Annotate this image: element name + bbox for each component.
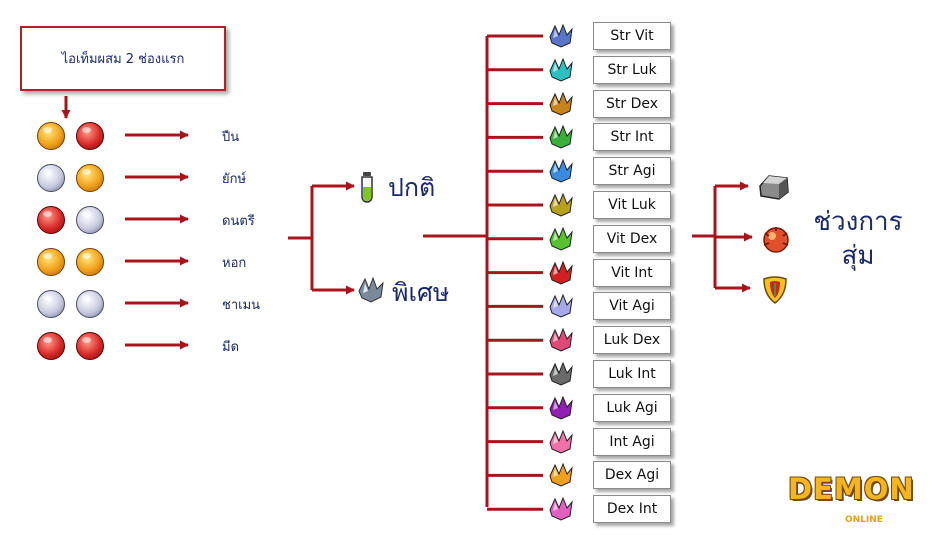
- stat-crystal-icon: [548, 23, 574, 48]
- combo-result-label: ชาเมน: [222, 298, 261, 313]
- stat-crystal-icon: [548, 327, 574, 352]
- combo-result-label: ปืน: [222, 130, 240, 145]
- red-gem-icon: [76, 122, 104, 150]
- combo-result-label: ดนตรี: [222, 214, 255, 229]
- red-gem-icon: [37, 332, 65, 360]
- normal-potion-icon: [357, 171, 377, 209]
- stat-combo-box: Str Luk: [593, 55, 671, 84]
- red-gem-icon: [76, 332, 104, 360]
- stat-combo-box: Str Agi: [593, 157, 671, 186]
- stat-combo-box: Str Vit: [593, 22, 671, 50]
- stat-crystal-icon: [548, 463, 574, 487]
- gold-gem-icon: [76, 164, 104, 192]
- silver-gem-icon: [76, 290, 104, 318]
- combo-result-label: มีด: [222, 340, 240, 355]
- orb-result-icon: [760, 225, 792, 259]
- silver-gem-icon: [76, 206, 104, 234]
- normal-label: ปกติ: [388, 173, 436, 202]
- gold-gem-icon: [76, 248, 104, 276]
- silver-gem-icon: [37, 290, 65, 318]
- red-gem-icon: [37, 206, 65, 234]
- note-text: ไอเท็มผสม 2 ช่องแรก: [61, 52, 185, 67]
- shield-result-icon: [762, 275, 788, 309]
- demon-online-logo: DEMON: [788, 472, 915, 506]
- stat-crystal-icon: [548, 91, 574, 116]
- stat-combo-box: Luk Dex: [593, 326, 671, 355]
- stat-combo-box: Vit Dex: [593, 224, 671, 253]
- stone-result-icon: [757, 172, 791, 206]
- stat-crystal-icon: [548, 496, 574, 521]
- combo-result-label: หอก: [222, 256, 247, 271]
- stat-combo-box: Luk Agi: [593, 393, 671, 422]
- stat-crystal-icon: [548, 429, 574, 454]
- silver-gem-icon: [37, 164, 65, 192]
- stat-crystal-icon: [548, 361, 574, 386]
- stat-crystal-icon: [548, 125, 574, 149]
- stat-crystal-icon: [548, 158, 574, 183]
- stat-crystal-icon: [548, 294, 574, 318]
- stat-crystal-icon: [548, 226, 574, 251]
- gold-gem-icon: [37, 248, 65, 276]
- stat-combo-box: Int Agi: [593, 427, 671, 456]
- stat-combo-box: Str Int: [593, 123, 671, 152]
- stat-combo-box: Vit Agi: [593, 292, 671, 321]
- random-range-label: ช่วงการสุ่ม: [813, 207, 903, 271]
- logo-subtitle: ONLINE: [845, 515, 883, 525]
- stat-combo-box: Dex Int: [593, 495, 671, 524]
- stat-crystal-icon: [548, 395, 574, 420]
- stat-combo-box: Vit Int: [593, 258, 671, 287]
- combo-result-label: ยักษ์: [222, 172, 247, 187]
- note-box: ไอเท็มผสม 2 ช่องแรก: [20, 26, 226, 91]
- stat-combo-box: Dex Agi: [593, 461, 671, 490]
- stat-crystal-icon: [548, 192, 574, 217]
- stat-crystal-icon: [548, 57, 574, 82]
- special-label: พิเศษ: [392, 278, 450, 307]
- gold-gem-icon: [37, 122, 65, 150]
- special-crystal-icon: [357, 276, 385, 307]
- stat-combo-box: Str Dex: [593, 89, 671, 118]
- stat-combo-box: Vit Luk: [593, 191, 671, 219]
- stat-crystal-icon: [548, 260, 574, 285]
- stat-combo-box: Luk Int: [593, 360, 671, 388]
